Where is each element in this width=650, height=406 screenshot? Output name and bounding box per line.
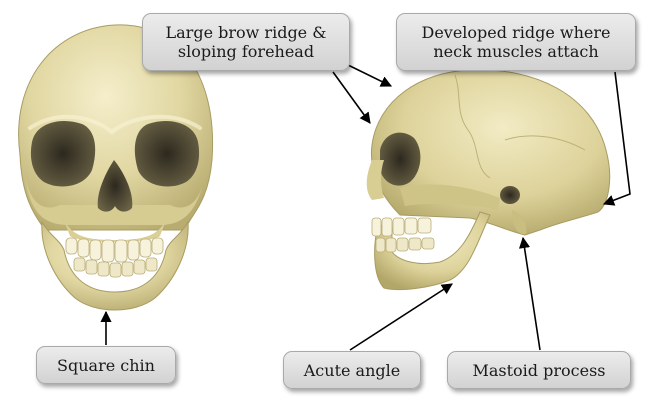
callout-mastoid-process-text: Mastoid process [472, 360, 606, 380]
callout-neck-ridge: Developed ridge where neck muscles attac… [396, 13, 636, 71]
front-mandible [41, 220, 189, 311]
front-cheekbones [25, 175, 205, 225]
side-suture [454, 74, 586, 179]
front-eye-socket-left [30, 121, 96, 187]
callout-brow-ridge-text: Large brow ridge & sloping forehead [165, 23, 327, 61]
arrow-brow-to-ridge [332, 71, 371, 124]
callout-neck-ridge-text: Developed ridge where neck muscles attac… [421, 23, 611, 61]
callout-square-chin: Square chin [36, 346, 176, 384]
side-skull [366, 69, 611, 291]
front-upper-teeth [65, 237, 164, 263]
callout-acute-angle: Acute angle [283, 351, 421, 389]
front-eye-socket-right [134, 121, 200, 187]
callout-acute-angle-text: Acute angle [303, 360, 401, 380]
callout-square-chin-text: Square chin [57, 355, 155, 375]
front-lower-teeth [73, 257, 158, 278]
callout-mastoid-process: Mastoid process [447, 351, 631, 389]
arrow-acute-angle [349, 283, 453, 351]
side-ear-opening [500, 186, 520, 204]
callout-arrows [100, 63, 631, 351]
front-skull [18, 24, 214, 311]
side-upper-teeth [371, 217, 432, 237]
arrow-brow-to-forehead [345, 63, 393, 87]
side-mastoid [512, 210, 527, 235]
callout-brow-ridge: Large brow ridge & sloping forehead [142, 13, 350, 71]
arrow-mastoid [518, 236, 541, 351]
side-eye-socket [380, 132, 421, 186]
side-zygomatic [400, 184, 500, 210]
side-nasal [366, 160, 384, 200]
side-lower-teeth [375, 237, 435, 253]
front-brow-ridge [28, 114, 202, 135]
arrow-neck-ridge [602, 71, 631, 206]
front-nasal-cavity [97, 160, 133, 212]
side-mandible [374, 211, 491, 291]
